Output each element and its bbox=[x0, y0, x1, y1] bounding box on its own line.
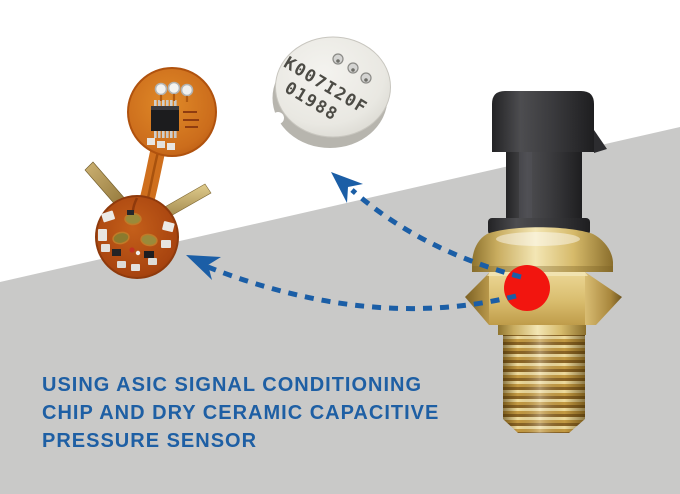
ceramic-disc-notch bbox=[272, 112, 284, 124]
flex-pcb-assembly bbox=[84, 67, 217, 279]
brass-cap-shadow bbox=[472, 266, 613, 272]
ceramic-sensor-disc: K007I20F 01988 bbox=[272, 36, 391, 148]
flex-pcb-bottom-disc bbox=[95, 195, 179, 279]
annotation-arrows bbox=[186, 172, 522, 312]
caption-line-2: CHIP AND DRY CERAMIC CAPACITIVE bbox=[42, 402, 440, 424]
threaded-stem bbox=[503, 335, 585, 433]
brass-top-cap bbox=[472, 227, 613, 272]
caption: USING ASIC SIGNAL CONDITIONING CHIP AND … bbox=[42, 371, 439, 455]
connector-neck-highlight bbox=[519, 148, 532, 222]
pressure-sensor bbox=[465, 91, 622, 433]
ic-chip bbox=[151, 100, 179, 138]
brass-cap-highlight bbox=[496, 232, 580, 246]
ceramic-disc-face bbox=[275, 36, 391, 138]
connector-cap bbox=[492, 91, 594, 152]
connector-housing bbox=[488, 91, 607, 235]
solder-pins bbox=[332, 53, 372, 84]
flex-pcb-top-disc bbox=[127, 67, 217, 157]
caption-line-3: PRESSURE SENSOR bbox=[42, 430, 258, 452]
brass-body bbox=[465, 227, 622, 433]
arrow-to-ceramic-head bbox=[331, 172, 363, 203]
arrow-to-ceramic-line bbox=[350, 188, 522, 280]
ic-leads bbox=[154, 100, 177, 138]
pcb-components bbox=[98, 197, 175, 271]
pcb-strip-trace bbox=[146, 151, 160, 199]
arrow-to-pcb-head bbox=[186, 255, 221, 280]
arrow-to-ceramic-icon bbox=[331, 172, 522, 280]
connector-cap-tab bbox=[594, 130, 607, 153]
connector-neck bbox=[506, 148, 582, 222]
red-marker-dot bbox=[504, 265, 550, 311]
caption-line-1: USING ASIC SIGNAL CONDITIONING bbox=[42, 374, 423, 396]
pcb-traces bbox=[147, 94, 199, 150]
pcb-pads bbox=[154, 81, 194, 97]
arrow-to-pcb-icon bbox=[186, 255, 517, 312]
arrow-to-pcb-line bbox=[202, 262, 517, 312]
stem-collar bbox=[498, 325, 586, 335]
